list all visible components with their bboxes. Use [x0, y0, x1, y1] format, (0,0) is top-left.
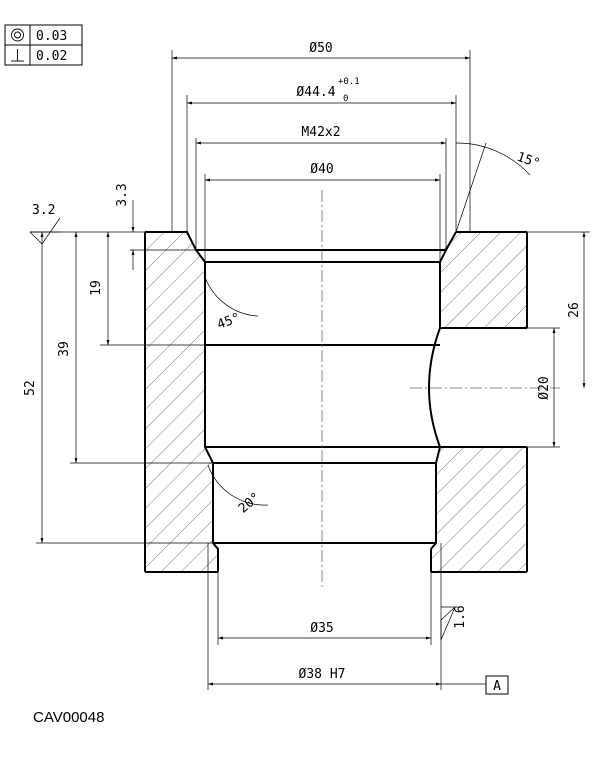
tolerance-frame: 0.03 0.02 [4, 24, 83, 66]
part-code: CAV00048 [33, 709, 104, 726]
part-outline [144, 231, 528, 573]
roughness-top: 3.2 [32, 203, 55, 218]
concentricity-icon [11, 28, 24, 42]
dim-dia38: Ø38 H7 [299, 667, 346, 682]
dim-depth-52: 52 [23, 380, 38, 396]
concentricity-value: 0.03 [36, 29, 67, 44]
perpendicularity-value: 0.02 [36, 49, 67, 64]
dim-depth-39: 39 [57, 341, 72, 357]
dim-dia44-upper: +0.1 [338, 77, 360, 87]
material-section [145, 232, 527, 572]
dim-depth-3-3: 3.3 [115, 183, 130, 206]
dim-angle-45: 45° [215, 311, 242, 333]
dim-dia44-lower: 0 [343, 94, 348, 104]
dim-chamfer-angle: 15° [515, 150, 542, 172]
dim-dia40: Ø40 [310, 162, 333, 177]
datum-a: A [485, 675, 509, 695]
dim-depth-19: 19 [89, 280, 104, 296]
dim-dia50: Ø50 [309, 41, 332, 56]
dim-angle-20: 20° [236, 490, 264, 517]
dim-dia44: Ø44.4 [296, 85, 335, 100]
dim-dia35: Ø35 [310, 621, 333, 636]
dim-depth-26: 26 [567, 302, 582, 318]
center-lines [321, 190, 560, 590]
dimension-lines [29, 50, 590, 690]
dim-thread: M42x2 [301, 125, 340, 140]
datum-label: A [493, 679, 501, 694]
dim-dia20: Ø20 [537, 376, 552, 399]
perpendicularity-icon [11, 49, 24, 62]
roughness-bottom: 1.6 [453, 605, 468, 628]
